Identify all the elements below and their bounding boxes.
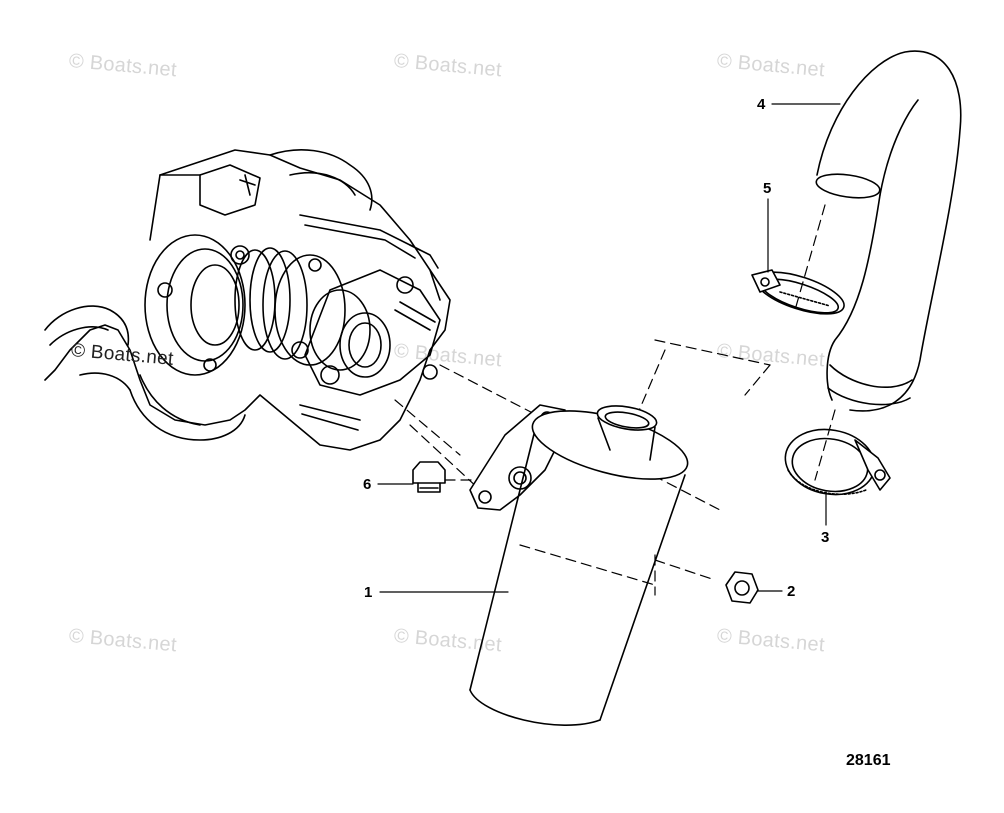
lower-hose-clamp-part [784, 428, 891, 496]
outlet-tube-part [469, 404, 689, 726]
callout-2: 2 [787, 583, 796, 600]
callout-6: 6 [363, 476, 372, 493]
callout-5: 5 [763, 180, 772, 197]
upper-hose-clamp-part [751, 269, 845, 315]
plug-part [412, 461, 446, 493]
nut-part [725, 571, 759, 604]
callout-1: 1 [364, 584, 373, 601]
exhaust-hose-part [815, 50, 962, 412]
callout-4: 4 [757, 96, 766, 113]
callout-3: 3 [821, 529, 830, 546]
callout-leaders [377, 103, 841, 593]
turbocharger-assembly [44, 149, 451, 451]
assembly-guide-lines [394, 204, 836, 596]
figure-number: 28161 [846, 752, 891, 769]
